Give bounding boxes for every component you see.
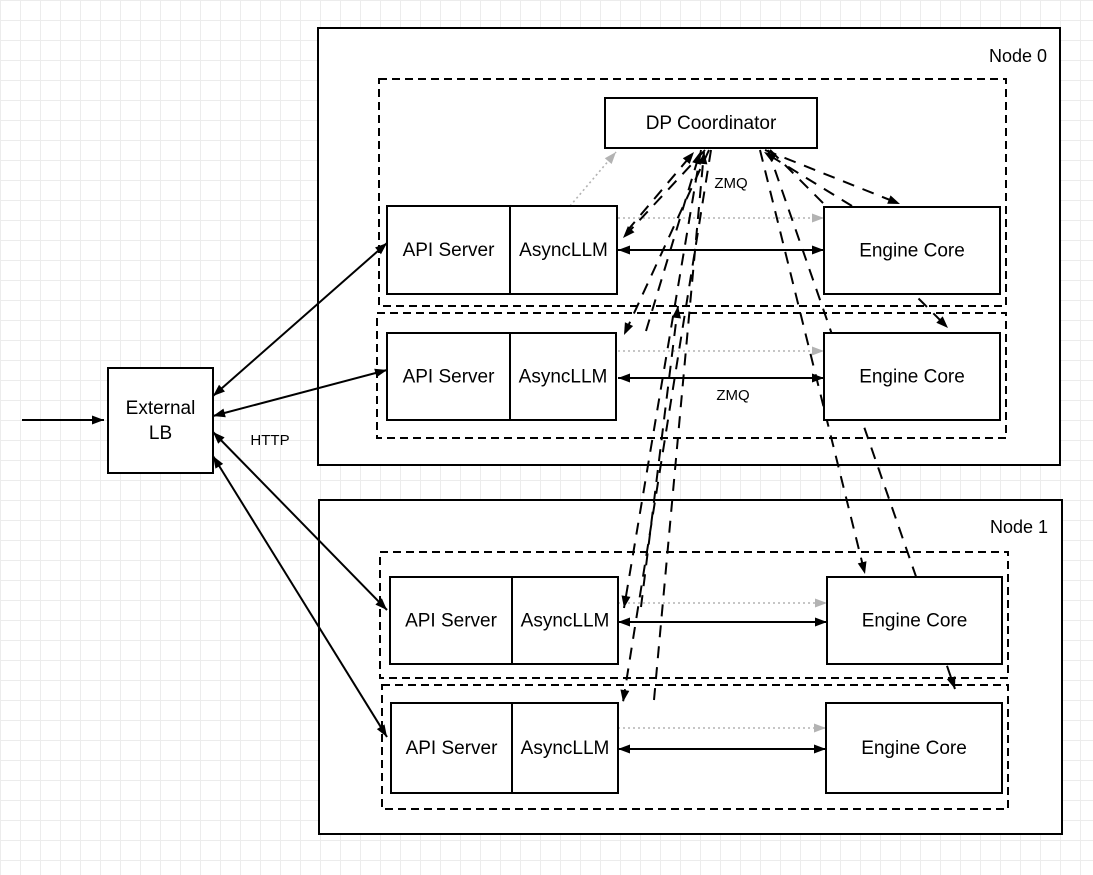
box-api-async-2 <box>389 576 619 665</box>
label-right-api-async-1: AsyncLLM <box>519 366 608 387</box>
label-zmq-row-1: ZMQ <box>716 387 749 404</box>
edge-async1-to-coordinator <box>645 151 701 332</box>
container-dp-rank-0 <box>378 78 1007 307</box>
label-engine-core-3: Engine Core <box>861 738 967 759</box>
box-external-lb <box>107 367 214 474</box>
edge-async2-to-coordinator <box>640 305 682 608</box>
box-engine-core-2 <box>826 576 1003 665</box>
edge-coordinator-to-engine3 <box>767 149 956 690</box>
group-label-node-0: Node 0 <box>989 46 1047 66</box>
edge-coordinator-to-async3 <box>620 149 712 703</box>
label-left-api-async-2: API Server <box>405 610 498 631</box>
edge-handshake-async0-coordinator <box>569 151 617 207</box>
edge-coordinator-to-engine2 <box>759 149 867 575</box>
label-right-api-async-2: AsyncLLM <box>521 610 610 631</box>
box-api-async-3 <box>390 702 619 794</box>
box-engine-core-3 <box>825 702 1003 794</box>
label-right-api-async-3: AsyncLLM <box>521 738 610 759</box>
label-dp-coordinator: DP Coordinator <box>646 113 777 134</box>
box-dp-coordinator <box>604 97 818 149</box>
box-engine-core-0 <box>823 206 1001 295</box>
label-left-api-async-0: API Server <box>403 240 496 261</box>
label-engine-core-0: Engine Core <box>859 240 965 261</box>
layer-edges <box>22 149 956 754</box>
label-engine-core-1: Engine Core <box>859 366 965 387</box>
edge-lb-api-3 <box>212 455 388 738</box>
layer-labels: ZMQ ZMQ HTTP <box>250 175 749 449</box>
edge-engine0-to-coordinator <box>763 151 853 207</box>
label-left-api-async-3: API Server <box>406 738 499 759</box>
label-engine-core-2: Engine Core <box>862 610 968 631</box>
edge-coordinator-to-engine0 <box>764 149 901 205</box>
edge-coordinator-to-async2 <box>621 149 702 609</box>
label-right-api-async-0: AsyncLLM <box>519 240 608 261</box>
box-engine-core-1 <box>823 332 1001 421</box>
label-http: HTTP <box>250 432 289 449</box>
edge-async0-to-coordinator <box>626 151 695 232</box>
box-api-async-0 <box>386 205 618 295</box>
container-dp-rank-3 <box>381 684 1009 810</box>
edge-async3-to-coordinator <box>653 151 708 701</box>
label-left-api-async-1: API Server <box>403 366 496 387</box>
group-label-node-1: Node 1 <box>990 517 1048 537</box>
box-api-async-1 <box>386 332 617 421</box>
label-zmq-coordinator: ZMQ <box>714 175 747 192</box>
edge-lb-api-1 <box>212 368 388 418</box>
edge-coordinator-to-async1 <box>623 149 710 336</box>
